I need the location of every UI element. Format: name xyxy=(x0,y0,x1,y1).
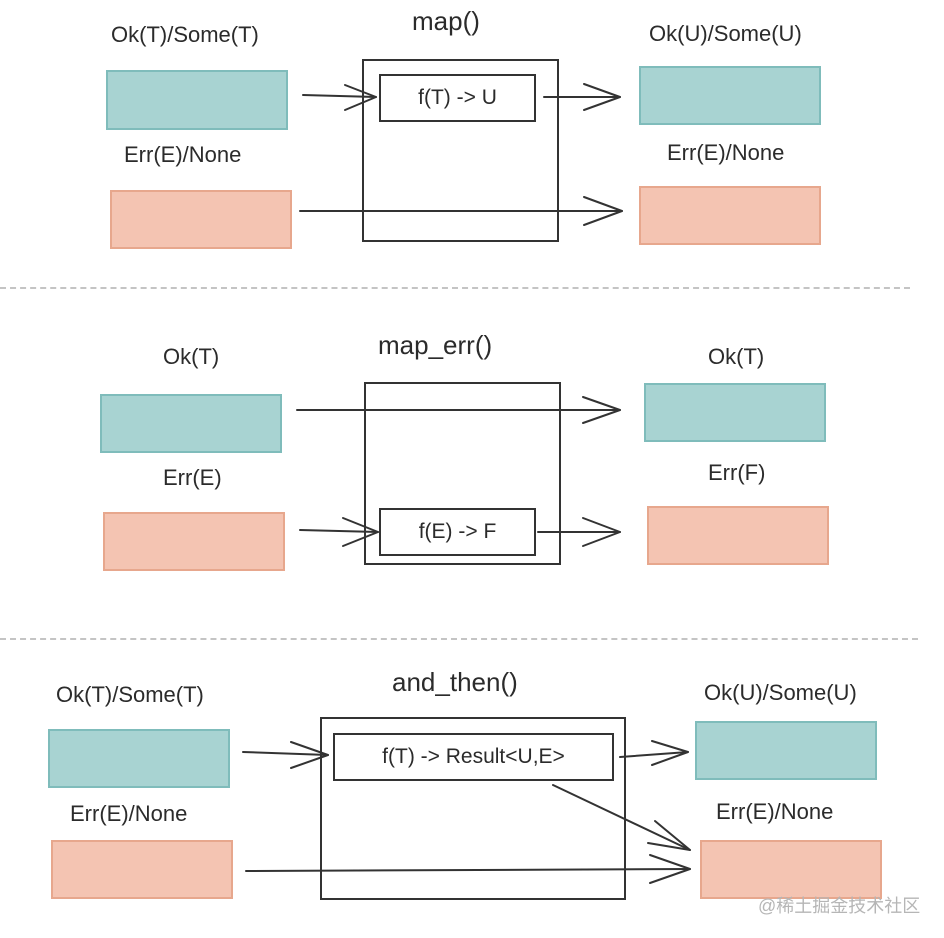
and-then-output-err-label: Err(E)/None xyxy=(716,799,834,824)
arrow-and-then-input-ok-to-function xyxy=(242,751,329,756)
and-then-input-ok-label: Ok(T)/Some(T) xyxy=(56,682,204,707)
map-err-input-ok-box xyxy=(100,394,282,453)
and-then-input-err-box xyxy=(51,840,233,899)
map-err-input-err-box xyxy=(103,512,285,571)
arrowhead-and-then-input-err xyxy=(649,854,691,884)
arrow-and-then-function-to-output-err xyxy=(552,784,691,851)
section-map-title: map() xyxy=(412,6,480,36)
map-err-output-ok-box xyxy=(644,383,826,442)
arrow-and-then-function-to-output-ok xyxy=(619,751,689,758)
map-output-err-box xyxy=(639,186,821,245)
arrowhead-and-then-output-ok xyxy=(651,740,689,766)
arrowhead-map-err-output-err xyxy=(582,517,621,547)
arrowhead-map-output-err xyxy=(583,196,623,226)
section-separator-2 xyxy=(0,638,918,640)
and-then-input-ok-box xyxy=(48,729,230,788)
map-err-input-err-label: Err(E) xyxy=(163,465,222,490)
map-err-output-err-box xyxy=(647,506,829,565)
and-then-output-err-box xyxy=(700,840,882,899)
arrow-map-err-input-err-to-function xyxy=(299,529,379,533)
section-separator-1 xyxy=(0,287,910,289)
arrowhead-map-err-input-err xyxy=(342,517,379,547)
map-output-ok-box xyxy=(639,66,821,125)
and-then-function-box: f(T) -> Result<U,E> xyxy=(333,733,614,781)
and-then-operation-box xyxy=(320,717,626,900)
map-input-ok-label: Ok(T)/Some(T) xyxy=(111,22,259,47)
map-input-err-label: Err(E)/None xyxy=(124,142,242,167)
map-err-output-ok-label: Ok(T) xyxy=(708,344,765,369)
map-err-operation-box xyxy=(364,382,561,565)
arrowhead-map-input-ok xyxy=(344,84,377,111)
arrowhead-and-then-input-ok xyxy=(290,741,329,769)
map-err-input-ok-label: Ok(T) xyxy=(163,344,220,369)
section-map-err-title: map_err() xyxy=(378,330,493,360)
arrowhead-map-err-output-ok xyxy=(582,396,621,424)
arrowhead-map-output-ok xyxy=(583,83,621,111)
map-operation-box xyxy=(362,59,559,242)
map-output-ok-label: Ok(U)/Some(U) xyxy=(649,21,802,46)
arrowhead-and-then-function-to-output-err xyxy=(647,820,691,851)
watermark: @稀土掘金技术社区 xyxy=(758,896,921,916)
arrow-and-then-input-err-to-output-err xyxy=(245,868,691,872)
map-output-err-label: Err(E)/None xyxy=(667,140,785,165)
map-function-box: f(T) -> U xyxy=(379,74,536,122)
map-input-ok-box xyxy=(106,70,288,130)
and-then-input-err-label: Err(E)/None xyxy=(70,801,188,826)
section-and-then-title: and_then() xyxy=(392,667,518,697)
map-err-function-box: f(E) -> F xyxy=(379,508,536,556)
arrow-map-input-ok-to-function xyxy=(302,94,377,98)
and-then-output-ok-label: Ok(U)/Some(U) xyxy=(704,680,857,705)
map-input-err-box xyxy=(110,190,292,249)
and-then-output-ok-box xyxy=(695,721,877,780)
map-err-output-err-label: Err(F) xyxy=(708,460,766,485)
